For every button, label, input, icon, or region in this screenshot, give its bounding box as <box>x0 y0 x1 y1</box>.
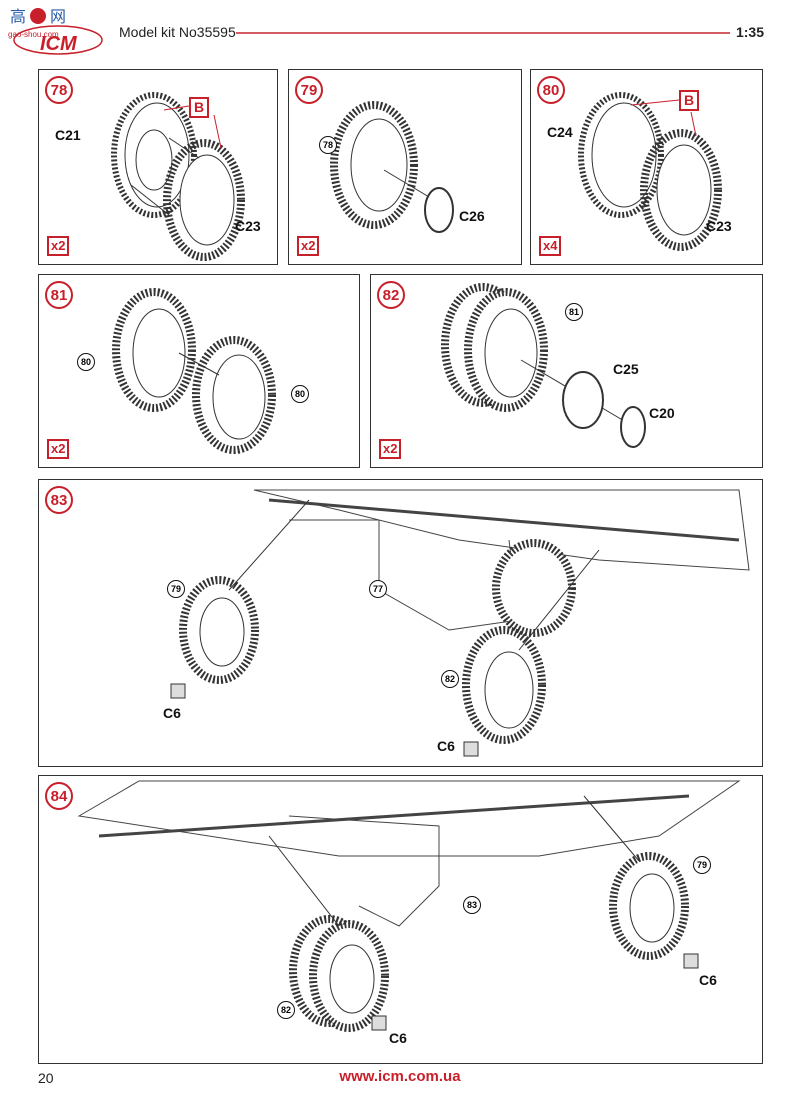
glue-marker: B <box>189 97 210 118</box>
step-number: 79 <box>295 76 323 104</box>
quantity-badge: x2 <box>47 236 70 256</box>
part-label: C25 <box>613 361 639 377</box>
svg-text:ICM: ICM <box>40 33 78 55</box>
step-reference: 80 <box>77 353 95 371</box>
step-reference: 79 <box>693 856 711 874</box>
scale: 1:35 <box>735 24 764 40</box>
wheel-illustration <box>441 283 646 448</box>
step-78-panel: 78 B C21 C23 x2 <box>38 69 278 265</box>
step-number: 84 <box>45 782 73 810</box>
step-reference: 83 <box>463 896 481 914</box>
quantity-badge: x4 <box>539 236 562 256</box>
step-number: 78 <box>45 76 73 104</box>
step-reference: 82 <box>277 1001 295 1019</box>
step-80-panel: 80 B C24 C23 x4 <box>530 69 763 265</box>
header-rule <box>236 32 730 34</box>
step-reference: 82 <box>441 670 459 688</box>
glue-marker: B <box>679 90 700 111</box>
wheel-illustration <box>330 101 454 233</box>
website-link[interactable]: www.icm.com.ua <box>339 1068 461 1085</box>
part-label: C20 <box>649 405 675 421</box>
part-label: C24 <box>547 124 573 140</box>
svg-text:网: 网 <box>50 7 66 26</box>
part-label: C23 <box>706 218 732 234</box>
step-83-panel: 83 79 77 82 C6 C6 <box>38 479 763 767</box>
step-79-panel: 79 78 C26 x2 <box>288 69 522 265</box>
part-label: C6 <box>699 972 717 988</box>
part-label: C23 <box>235 218 261 234</box>
quantity-badge: x2 <box>297 236 320 256</box>
step-82-panel: 82 81 C25 C20 x2 <box>370 274 763 468</box>
step-reference: 80 <box>291 385 309 403</box>
icm-logo: 高 网 ICM gao-shou.com <box>8 7 103 55</box>
quantity-badge: x2 <box>379 439 402 459</box>
svg-text:gao-shou.com: gao-shou.com <box>8 30 59 39</box>
chassis-illustration <box>77 780 741 1032</box>
part-label: C6 <box>163 705 181 721</box>
part-label: C21 <box>55 127 81 143</box>
wheel-illustration <box>111 92 245 261</box>
svg-text:高: 高 <box>10 7 26 26</box>
step-81-panel: 81 80 80 x2 <box>38 274 360 468</box>
chassis-illustration <box>170 489 750 757</box>
part-label: C26 <box>459 208 485 224</box>
step-reference: 81 <box>565 303 583 321</box>
step-number: 83 <box>45 486 73 514</box>
step-number: 82 <box>377 281 405 309</box>
step-reference: 77 <box>369 580 387 598</box>
kit-number: Model kit No35595 <box>119 24 236 40</box>
step-number: 81 <box>45 281 73 309</box>
step-reference: 79 <box>167 580 185 598</box>
step-reference: 78 <box>319 136 337 154</box>
step-number: 80 <box>537 76 565 104</box>
quantity-badge: x2 <box>47 439 70 459</box>
wheel-illustration <box>112 288 276 454</box>
wheel-illustration <box>578 92 722 251</box>
part-label: C6 <box>389 1030 407 1046</box>
part-label: C6 <box>437 738 455 754</box>
step-84-panel: 84 79 83 82 C6 C6 <box>38 775 763 1064</box>
page-number: 20 <box>38 1070 54 1086</box>
